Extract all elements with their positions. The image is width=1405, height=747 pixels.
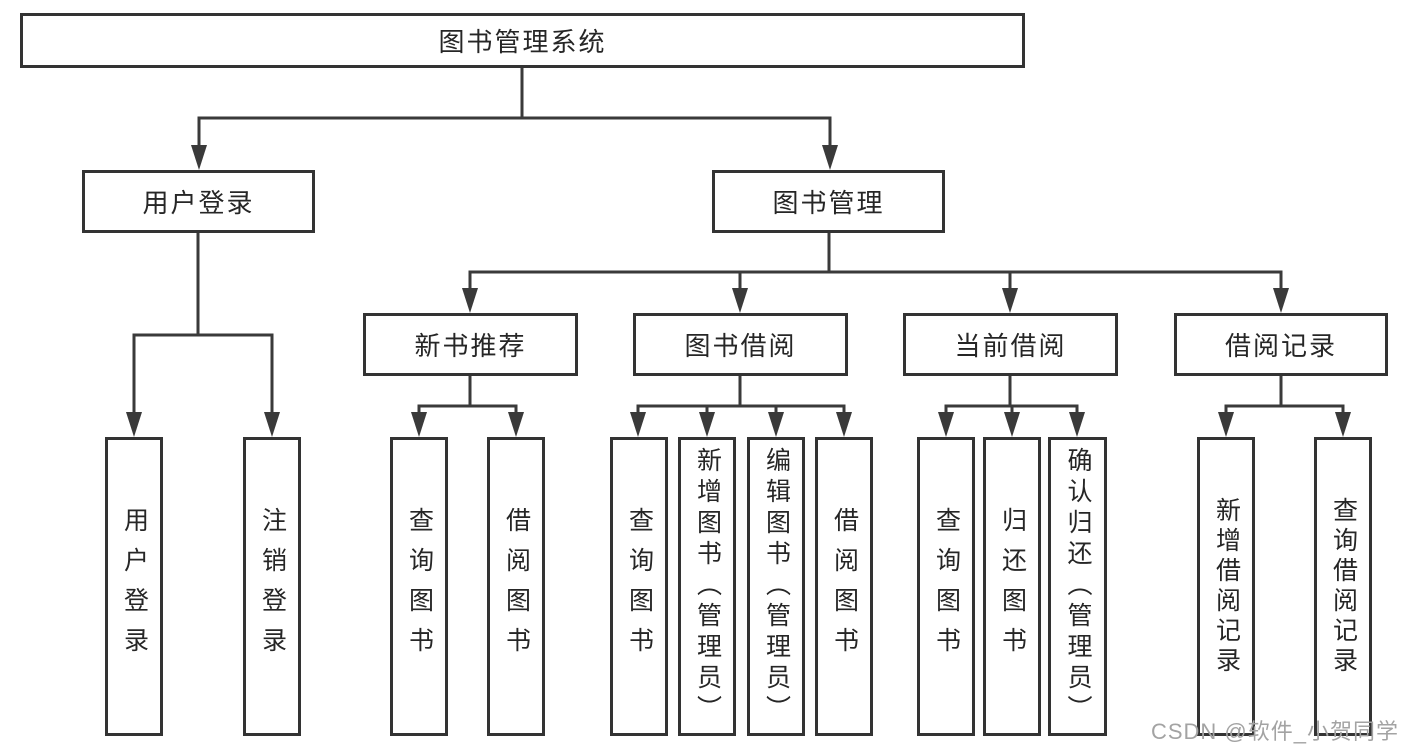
- leaf-query-book-recommend-label: 查询图书: [405, 506, 434, 667]
- connector-book-borrow-branch: [630, 374, 852, 437]
- leaf-add-book-admin: 新增图书（管理员）: [678, 437, 736, 736]
- csdn-watermark: CSDN @软件_小贺同学: [1150, 719, 1399, 744]
- node-user-login: 用户登录: [82, 170, 315, 233]
- node-book-mgmt: 图书管理: [712, 170, 945, 233]
- leaf-edit-book-admin-label: 编辑图书（管理员）: [762, 447, 791, 726]
- leaf-query-book-current: 查询图书: [917, 437, 975, 736]
- leaf-borrow-book-recommend: 借阅图书: [487, 437, 545, 736]
- node-book-mgmt-label: 图书管理: [772, 188, 885, 218]
- node-new-book-recommend-label: 新书推荐: [414, 331, 527, 361]
- leaf-borrow-book-recommend-label: 借阅图书: [502, 506, 531, 667]
- node-current-borrow: 当前借阅: [903, 313, 1118, 376]
- leaf-confirm-return-admin: 确认归还（管理员）: [1048, 437, 1107, 736]
- leaf-return-book-label: 归还图书: [998, 506, 1027, 667]
- leaf-return-book: 归还图书: [983, 437, 1041, 736]
- leaf-logout-label: 注销登录: [258, 506, 287, 667]
- leaf-query-borrow-record: 查询借阅记录: [1314, 437, 1372, 736]
- node-borrow-record: 借阅记录: [1174, 313, 1388, 376]
- leaf-borrow-book: 借阅图书: [815, 437, 873, 736]
- connector-current-borrow-branch: [938, 374, 1085, 437]
- node-root: 图书管理系统: [20, 13, 1025, 68]
- leaf-query-book-recommend: 查询图书: [390, 437, 448, 736]
- leaf-query-book-borrow-label: 查询图书: [625, 506, 654, 667]
- node-root-label: 图书管理系统: [438, 27, 607, 57]
- connector-borrow-record-branch: [1218, 374, 1351, 437]
- connector-user-login-branch: [126, 231, 280, 437]
- node-current-borrow-label: 当前借阅: [954, 331, 1067, 361]
- leaf-confirm-return-admin-label: 确认归还（管理员）: [1064, 447, 1092, 726]
- leaf-query-borrow-record-label: 查询借阅记录: [1329, 496, 1358, 677]
- leaf-edit-book-admin: 编辑图书（管理员）: [747, 437, 805, 736]
- leaf-borrow-book-label: 借阅图书: [830, 506, 859, 667]
- node-new-book-recommend: 新书推荐: [363, 313, 578, 376]
- leaf-query-book-borrow: 查询图书: [610, 437, 668, 736]
- node-book-borrow: 图书借阅: [633, 313, 848, 376]
- leaf-add-borrow-record: 新增借阅记录: [1197, 437, 1255, 736]
- node-book-borrow-label: 图书借阅: [684, 331, 797, 361]
- leaf-add-borrow-record-label: 新增借阅记录: [1212, 496, 1241, 677]
- leaf-user-login: 用户登录: [105, 437, 163, 736]
- leaf-user-login-label: 用户登录: [120, 506, 149, 667]
- connector-new-book-branch: [411, 374, 524, 437]
- node-user-login-label: 用户登录: [142, 188, 255, 218]
- leaf-logout: 注销登录: [243, 437, 301, 736]
- node-borrow-record-label: 借阅记录: [1224, 331, 1337, 361]
- leaf-add-book-admin-label: 新增图书（管理员）: [693, 447, 722, 726]
- leaf-query-book-current-label: 查询图书: [932, 506, 961, 667]
- connector-book-mgmt-branch: [462, 231, 1289, 313]
- connector-root-to-level2: [191, 66, 838, 170]
